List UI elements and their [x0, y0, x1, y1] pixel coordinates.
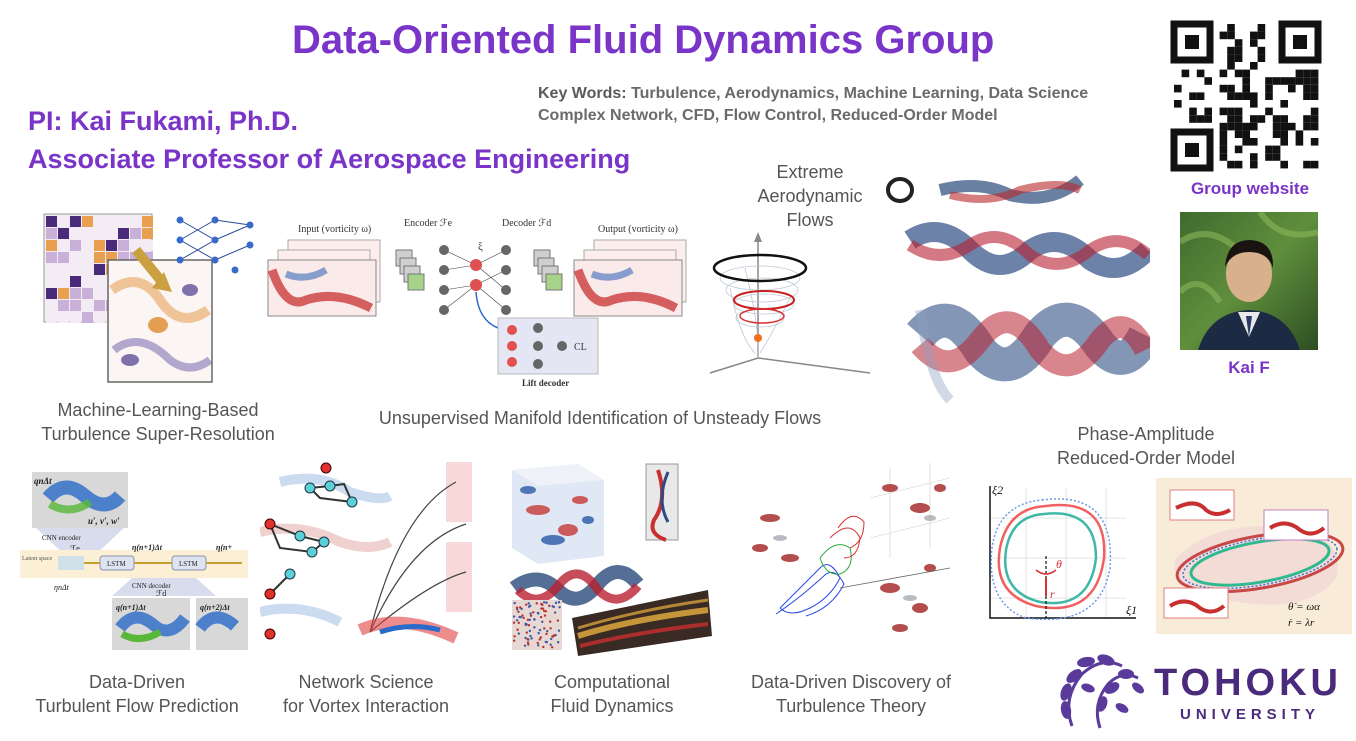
super-resolution-caption: Machine-Learning-Based Turbulence Super-… — [10, 398, 306, 446]
keywords-label: Key Words: — [538, 85, 627, 102]
cfd-caption: Computational Fluid Dynamics — [508, 670, 716, 718]
tohoku-emblem — [1052, 648, 1148, 736]
manifold-caption: Unsupervised Manifold Identification of … — [378, 408, 822, 428]
input-stack — [267, 239, 381, 317]
xi2-label: ξ2 — [992, 483, 1003, 497]
pi-position: Associate Professor of Aerospace Enginee… — [28, 144, 631, 174]
discovery-caption-line2: Turbulence Theory — [775, 696, 927, 716]
fe-label: ℱe — [70, 544, 80, 553]
page-title: Data-Oriented Fluid Dynamics Group — [292, 18, 995, 62]
theta-dot-eq: θ̇ = ωα — [1288, 601, 1320, 613]
qr-code[interactable] — [1170, 20, 1322, 172]
network-science-figure — [260, 462, 472, 658]
input-label: Input (vorticity ω) — [298, 224, 371, 235]
r-dot-eq: ṙ = λr — [1288, 617, 1315, 629]
extreme-flows-caption: Extreme Aerodynamic Flows — [716, 160, 904, 232]
network-caption-line2: for Vortex Interaction — [282, 696, 450, 716]
eta-n2-label: η(n+ — [216, 543, 233, 552]
output-label: Output (vorticity ω) — [598, 224, 678, 235]
eta-n-label: ηnΔt — [54, 583, 70, 592]
fd-label: ℱd — [156, 589, 166, 598]
q-n1-label: q(n+1)Δt — [116, 603, 146, 612]
extreme-flows-line1: Extreme — [776, 162, 844, 182]
prediction-figure: qnΔt u′, v′, w′ CNN encoder ℱe Latent sp… — [20, 468, 250, 658]
network-caption-line1: Network Science — [298, 672, 434, 692]
discovery-caption: Data-Driven Discovery of Turbulence Theo… — [720, 670, 982, 718]
pi-name: PI: Kai Fukami, Ph.D. — [28, 106, 299, 136]
xi-label: ξ — [478, 241, 483, 253]
phase-amplitude-line1: Phase-Amplitude — [1077, 424, 1215, 444]
extreme-flows-line3: Flows — [786, 210, 834, 230]
keywords-line1: Turbulence, Aerodynamics, Machine Learni… — [631, 85, 1089, 102]
latent-space-label: Latent space — [22, 556, 52, 562]
pi-block: PI: Kai Fukami, Ph.D. Associate Professo… — [28, 102, 630, 178]
prediction-caption-line2: Turbulent Flow Prediction — [35, 696, 239, 716]
q-n2-label: q(n+2)Δt — [200, 603, 230, 612]
extreme-flows-line2: Aerodynamic — [757, 186, 863, 206]
cl-label: CL — [574, 342, 587, 353]
discovery-caption-line1: Data-Driven Discovery of — [750, 672, 952, 692]
lstm-2: LSTM — [179, 560, 198, 568]
lift-decoder-label: Lift decoder — [522, 378, 569, 388]
discovery-figure — [740, 458, 962, 658]
manifold-autoencoder-figure: Input (vorticity ω) Encoder ℱe Decoder ℱ… — [266, 210, 696, 390]
cfd-caption-line1: Computational — [553, 672, 671, 692]
super-resolution-figure — [40, 210, 280, 388]
portrait-caption: Kai F — [1228, 358, 1270, 377]
decoder-label: Decoder ℱd — [502, 218, 551, 229]
xi1-label: ξ1 — [1126, 603, 1137, 617]
keywords-line2: Complex Network, CFD, Flow Control, Redu… — [538, 107, 998, 124]
super-resolution-caption-line1: Machine-Learning-Based — [57, 400, 259, 420]
network-caption: Network Science for Vortex Interaction — [260, 670, 472, 718]
encoder-label: Encoder ℱe — [404, 218, 453, 229]
lstm-1: LSTM — [107, 560, 126, 568]
phase-amplitude-plot: ξ2 ξ1 θ r — [976, 478, 1146, 634]
prediction-caption-line1: Data-Driven — [88, 672, 186, 692]
keywords-block: Key Words: Turbulence, Aerodynamics, Mac… — [538, 83, 1088, 127]
manifold-3d-figure — [700, 228, 880, 378]
super-resolution-caption-line2: Turbulence Super-Resolution — [41, 424, 275, 444]
portrait-photo — [1180, 212, 1318, 350]
output-stack — [573, 239, 687, 317]
qr-caption: Group website — [1190, 179, 1310, 198]
phase-amplitude-caption: Phase-Amplitude Reduced-Order Model — [1016, 422, 1276, 470]
tohoku-name: TOHOKU — [1154, 662, 1342, 704]
cfd-figure — [508, 460, 716, 656]
tohoku-sub: UNIVERSITY — [1180, 706, 1321, 723]
phase-amplitude-line2: Reduced-Order Model — [1056, 448, 1236, 468]
cnn-decoder-label: CNN decoder — [132, 582, 171, 590]
uvw-top-label: u′, v′, w′ — [88, 516, 120, 526]
r-label: r — [1050, 587, 1055, 601]
theta-label: θ — [1056, 557, 1062, 571]
cnn-encoder-label: CNN encoder — [42, 534, 81, 542]
eta-n1-label: η(n+1)Δt — [132, 543, 163, 552]
phase-amplitude-manifold: θ̇ = ωα ṙ = λr — [1156, 478, 1352, 634]
cfd-caption-line2: Fluid Dynamics — [550, 696, 674, 716]
q-top-label: qnΔt — [34, 476, 52, 486]
extreme-flows-figure — [880, 150, 1150, 412]
prediction-caption: Data-Driven Turbulent Flow Prediction — [10, 670, 264, 718]
